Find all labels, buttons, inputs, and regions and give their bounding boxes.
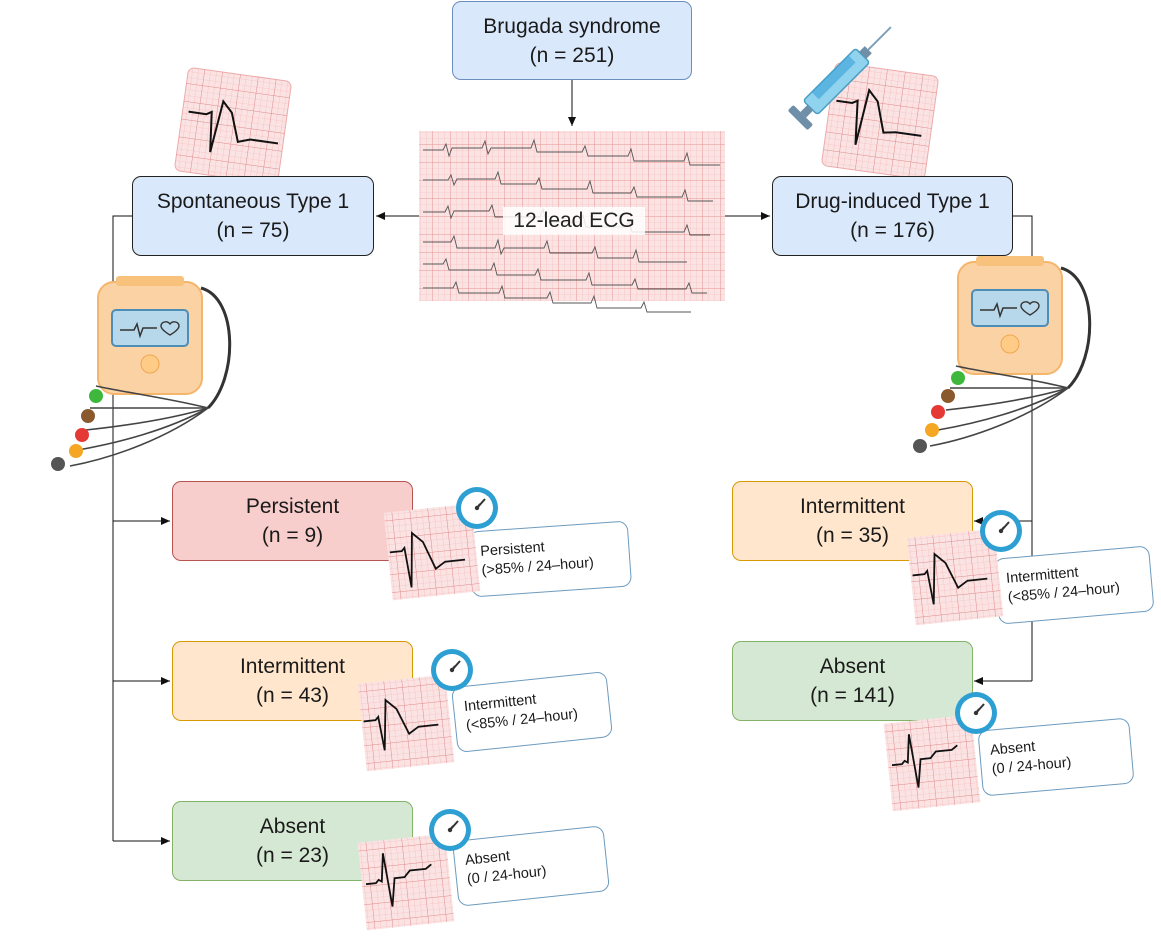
syringe-icon	[788, 26, 892, 130]
root-title: Brugada syndrome	[483, 14, 661, 38]
ecg-card-icon	[821, 62, 939, 180]
right-absent-node: Absent (n = 141)	[732, 641, 973, 721]
clock-icon	[979, 509, 1023, 553]
ecg-label: 12-lead ECG	[503, 207, 645, 235]
right-absent-count: (n = 141)	[810, 684, 895, 707]
ecg-card-icon	[906, 528, 1004, 626]
root-count: (n = 251)	[529, 43, 615, 67]
left-intermittent-title: Intermittent	[239, 655, 346, 678]
left-absent-count: (n = 23)	[256, 844, 329, 867]
ecg-card-icon	[174, 67, 292, 185]
right-absent-title: Absent	[819, 655, 886, 678]
left-persistent-node: Persistent (n = 9)	[172, 481, 413, 561]
drug-induced-node: Drug-induced Type 1 (n = 176)	[772, 176, 1013, 256]
ecg-strip-icon	[419, 131, 725, 313]
holter-monitor-icon	[51, 276, 232, 471]
ecg-card-icon	[883, 714, 981, 812]
spontaneous-count: (n = 75)	[216, 219, 290, 242]
left-persistent-count: (n = 9)	[261, 524, 324, 547]
drug-induced-title: Drug-induced Type 1	[795, 190, 990, 213]
root-node: Brugada syndrome (n = 251)	[452, 1, 692, 80]
left-persistent-title: Persistent	[245, 495, 340, 518]
ecg-card-icon	[383, 503, 481, 601]
clock-icon	[455, 486, 499, 530]
left-trunk-line	[112, 215, 132, 841]
right-trunk-line	[1013, 215, 1033, 681]
spontaneous-title: Spontaneous Type 1	[156, 190, 350, 213]
clock-icon	[954, 691, 998, 735]
drug-induced-count: (n = 176)	[850, 219, 935, 242]
left-intermittent-count: (n = 43)	[256, 684, 329, 707]
ecg-card-icon	[357, 674, 455, 772]
right-intermittent-count: (n = 35)	[816, 524, 889, 547]
right-intermittent-title: Intermittent	[799, 495, 906, 518]
holter-monitor-icon	[913, 256, 1092, 453]
clock-icon	[428, 808, 472, 852]
spontaneous-node: Spontaneous Type 1 (n = 75)	[132, 176, 374, 256]
left-absent-title: Absent	[259, 815, 326, 838]
ecg-card-icon	[357, 833, 455, 931]
clock-icon	[430, 648, 474, 692]
